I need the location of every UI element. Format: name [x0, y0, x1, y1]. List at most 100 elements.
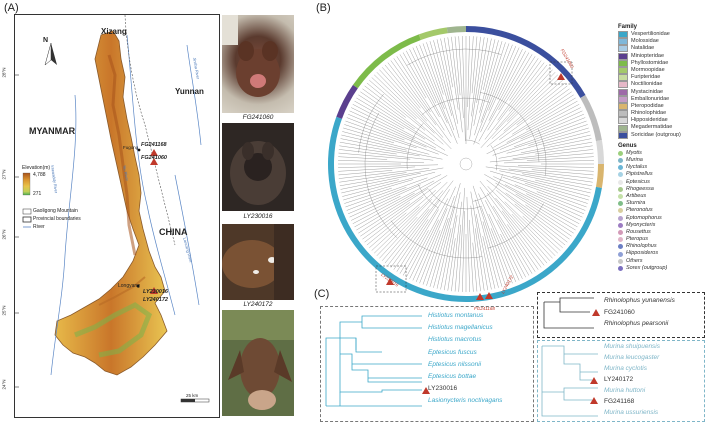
genus-legend-swatch — [618, 179, 623, 185]
genus-legend-label: Myonycteris — [626, 221, 656, 228]
genus-legend-item: Eptomophorus — [618, 215, 704, 222]
family-legend-label: Mystacinidae — [631, 88, 664, 95]
genus-legend-swatch — [618, 186, 623, 192]
elevation-gradient-bar — [22, 172, 31, 196]
genus-legend-label: Pteronotus — [626, 207, 653, 214]
map-frame: N Xizang Yunnan MYANMAR CHINA Fugong Lon… — [14, 14, 220, 418]
map-svg — [15, 15, 210, 403]
genus-legend-item: Pteropus — [618, 236, 704, 243]
site-label-ly230016: LY230016 — [143, 289, 168, 295]
taxon-label: Eptesicus fuscus — [428, 348, 477, 356]
family-legend-label: Molossidae — [631, 38, 659, 45]
genus-legend-swatch — [618, 244, 623, 250]
jinsha-river-line — [186, 44, 202, 146]
site-label-fg241168: FG241168 — [141, 142, 167, 148]
taxon-label: Murina cyclotis — [604, 365, 647, 372]
genus-legend-item: Sorex (outgroup) — [618, 265, 704, 272]
family-legend-swatch — [618, 95, 628, 103]
family-legend-item: Furipteridae — [618, 74, 704, 82]
family-legend-item: Phyllostomidae — [618, 60, 704, 67]
town-dot-fugong — [137, 148, 141, 152]
family-legend-item: Emballonuridae — [618, 96, 704, 103]
elevation-title: Elevation(m) — [22, 165, 51, 171]
family-legend-swatch — [618, 67, 628, 75]
family-legend-swatch — [618, 74, 628, 82]
region-myanmar: MYANMAR — [29, 126, 76, 136]
panel-b-label: (B) — [316, 2, 331, 14]
family-legend-item: Miniopteridae — [618, 53, 704, 60]
taxon-label: Lasionycteris noctivagans — [428, 397, 503, 405]
genus-legend-swatch — [618, 237, 623, 243]
genus-legend-item: Murina — [618, 157, 704, 164]
family-legend-label: Noctilionidae — [631, 81, 663, 88]
genus-legend-item: Artibeus — [618, 193, 704, 200]
genus-legend-label: Eptesicus — [626, 178, 650, 185]
genus-legend-swatch — [618, 251, 623, 257]
genus-legend-label: Rhinolophus — [626, 243, 657, 250]
genus-legend-item: Pteronotus — [618, 207, 704, 214]
photo-caption-2: LY230016 — [243, 213, 273, 220]
north-arrow-icon — [44, 42, 57, 66]
subtree-murina — [541, 345, 598, 417]
family-legend-item: Mormoopidae — [618, 67, 704, 75]
family-legend-label: Soricidae (outgroup) — [631, 131, 681, 138]
family-legend-swatch — [618, 52, 628, 60]
taxon-label: Murina ussuriensis — [604, 409, 659, 416]
genus-legend-item: Pipistrellus — [618, 171, 704, 178]
family-legend-label: Natalidae — [631, 45, 655, 52]
family-legend-label: Furipteridae — [631, 74, 661, 81]
taxon-label: Rhinolophus yunanensis — [604, 297, 675, 304]
family-legend-item: Soricidae (outgroup) — [618, 132, 704, 139]
genus-legend-swatch — [618, 258, 623, 264]
scale-bar — [180, 398, 210, 403]
site-marker-ly230016 — [150, 287, 158, 294]
family-legend-label: Vespertilionidae — [631, 31, 670, 37]
subtree-rhinolophus — [543, 297, 600, 329]
genus-legend-label: Rousettus — [626, 228, 651, 235]
family-legend-swatch — [618, 59, 628, 67]
sample-taxon-label: LY230016 — [428, 385, 458, 393]
tree-marker-ly230016 — [386, 278, 394, 285]
family-legend-item: Noctilionidae — [618, 81, 704, 89]
family-legend-label: Megadermatidae — [631, 124, 673, 131]
tree-marker-fg241168 — [476, 293, 484, 300]
family-legend-label: Hipposideridae — [631, 117, 668, 124]
family-legend-label: Miniopteridae — [631, 52, 665, 59]
bat-photo-1 — [222, 15, 294, 113]
lancang-river-line — [174, 174, 200, 306]
family-legend-title: Family — [618, 24, 638, 30]
genus-legend-label: Rhogeessa — [626, 185, 654, 192]
legend-river: River — [33, 224, 45, 230]
family-legend-swatch — [618, 117, 628, 125]
family-legend-swatch — [618, 31, 628, 39]
lat-label-26: 26°N — [1, 229, 7, 240]
genus-legend-item: Rhogeessa — [618, 186, 704, 193]
family-ring-segment — [595, 140, 604, 164]
genus-legend-item: Sturnira — [618, 200, 704, 207]
genus-legend-swatch — [618, 201, 623, 207]
tree-marker-ly240172 — [485, 292, 493, 299]
irrawaddy-river-line — [50, 94, 77, 376]
taxon-label: Histiotus macrotus — [428, 336, 482, 344]
family-legend-item: Hipposideridae — [618, 117, 704, 125]
family-ring-segment — [336, 84, 358, 119]
family-legend-swatch — [618, 110, 628, 118]
town-longyang: Longyang — [118, 283, 140, 289]
nu-river-line — [126, 34, 176, 316]
genus-legend-label: Hipposideros — [626, 250, 659, 257]
circular-phylogeny — [327, 26, 604, 303]
site-marker-fg241168 — [150, 149, 158, 156]
family-legend-swatch — [618, 45, 628, 53]
legend-gaoligong: Gaoligong Mountain — [33, 208, 78, 214]
family-ring-segment — [595, 164, 604, 188]
taxon-label: Histiotus montanus — [428, 312, 484, 319]
genus-legend-item: Hipposideros — [618, 250, 704, 257]
family-legend-item: Rhinolophidae — [618, 110, 704, 118]
genus-legend-swatch — [618, 165, 623, 171]
family-legend-swatch — [618, 88, 628, 96]
